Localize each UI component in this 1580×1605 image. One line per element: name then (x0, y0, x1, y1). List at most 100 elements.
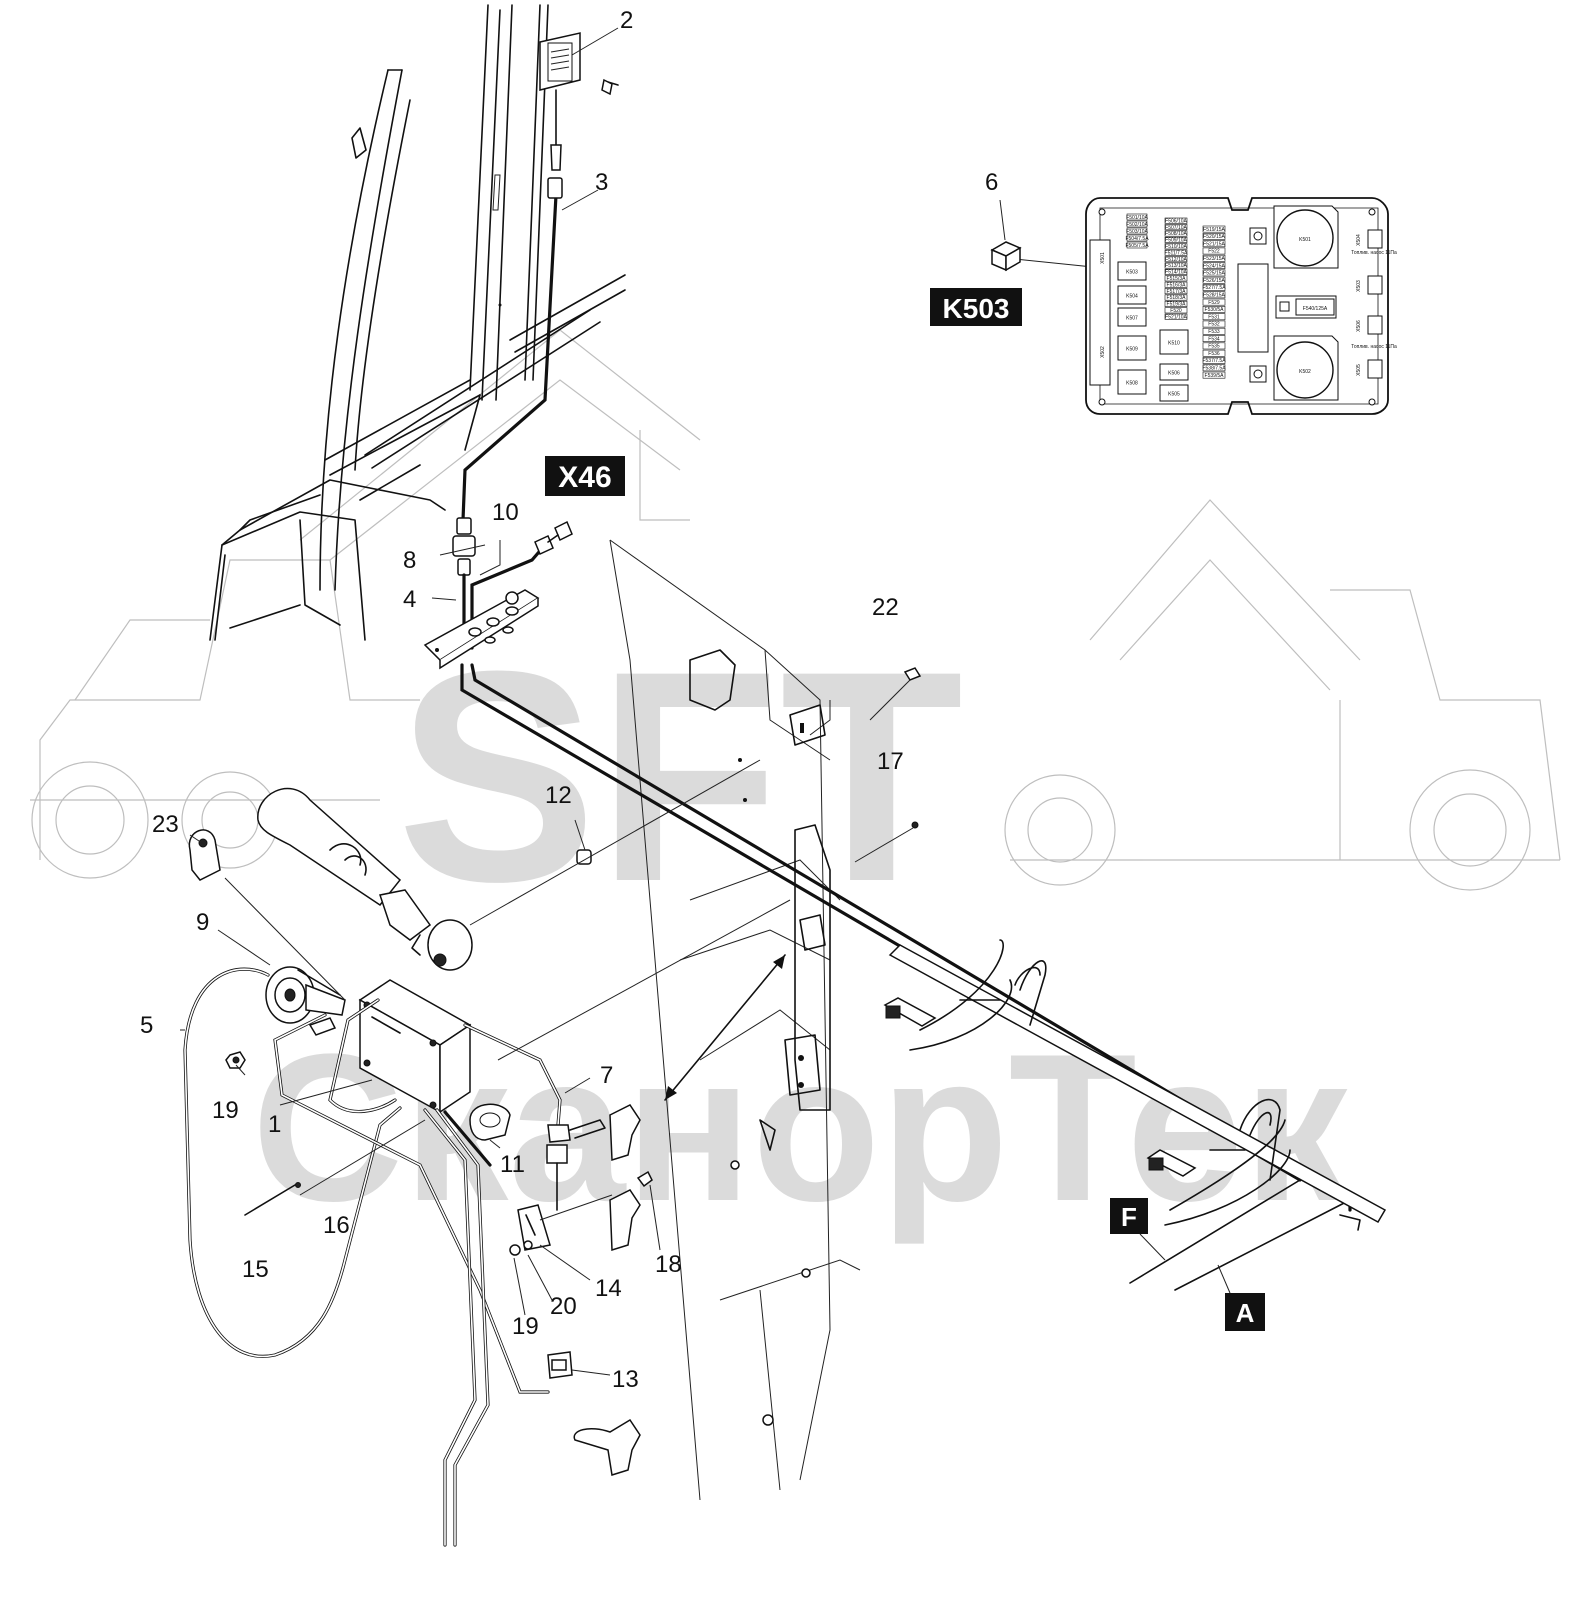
relay-label: K509 (1126, 347, 1138, 353)
cab-side-panel (609, 539, 861, 1501)
callout-5: 5 (140, 1012, 153, 1039)
callout-12: 12 (545, 782, 572, 809)
callout-15: 15 (242, 1256, 269, 1283)
tractor-watermark-icon (30, 559, 420, 879)
grommet-plate (423, 589, 540, 670)
nut-part-19b (509, 1244, 521, 1256)
fuse-label: F525/15A (1203, 271, 1225, 277)
screw-part-15 (244, 1184, 296, 1216)
fuse-label: F502/10A (1126, 222, 1148, 228)
fuse-slot (1202, 284, 1226, 291)
connector-strip-left (1089, 239, 1111, 386)
washer-part-20 (523, 1240, 533, 1250)
fuse-label: F513/10A (1165, 263, 1187, 269)
fuse-label: F521/10A (1165, 314, 1187, 320)
fuse-slot (1202, 276, 1226, 284)
svg-text:F: F (1121, 1202, 1137, 1232)
fuse-box-hole (1098, 208, 1106, 216)
fuse-box-hole (1368, 208, 1376, 216)
tag-a: A (1225, 1293, 1265, 1331)
fuse-slot (1202, 233, 1226, 240)
callout-3: 3 (595, 169, 608, 196)
bracket-part-14 (517, 1204, 551, 1251)
connector-port (1367, 229, 1383, 249)
main-fuse-terminal (1279, 301, 1290, 312)
fuse-slot (1202, 240, 1226, 248)
relay-slot (1117, 285, 1147, 305)
callout-11: 11 (500, 1151, 525, 1178)
fuse-slot (1202, 335, 1226, 342)
fuse-slot (1164, 300, 1188, 307)
fuse-slot (1126, 227, 1148, 235)
callout-17: 17 (877, 748, 904, 775)
relay-label: K508 (1126, 381, 1138, 387)
clamp-part-23 (188, 829, 221, 881)
fuse-label: F522 (1208, 249, 1220, 255)
fuse-slot (1202, 291, 1226, 299)
callout-19a: 19 (212, 1097, 239, 1124)
relay-body (1276, 341, 1334, 399)
callout-10: 10 (492, 499, 519, 526)
fuse-slot (1202, 357, 1226, 364)
fuse-slot (1126, 220, 1148, 228)
fuse-box-slot (1237, 263, 1269, 353)
horn-plug (308, 1017, 337, 1036)
callout-6: 6 (985, 169, 998, 196)
beacon-lamp (257, 787, 473, 971)
callout-18: 18 (655, 1251, 682, 1278)
double-arrow (664, 954, 786, 1101)
fuse-slot (1164, 262, 1188, 269)
fuse-label: F501/10A (1126, 215, 1148, 221)
fuse-box-hole (1368, 398, 1376, 406)
connector-lower (546, 1144, 568, 1164)
fuse-label: F531 (1208, 314, 1220, 320)
fuse-slot (1164, 224, 1188, 231)
fuse-label: F528/15A (1203, 293, 1225, 299)
connector-label: X503 (1356, 280, 1362, 292)
fuse-label: F503/10A (1126, 229, 1148, 235)
fuse-label: F507/10A (1165, 225, 1187, 231)
connector-label: X501 (1100, 252, 1106, 264)
fuse-slot (1164, 268, 1188, 275)
fuse-slot (1202, 364, 1226, 372)
nut-part-17 (911, 821, 919, 829)
fuse-label: F519/3A (1167, 302, 1187, 308)
fuse-slot (1164, 243, 1188, 250)
fuse-slot (1202, 305, 1226, 313)
callout-1: 1 (268, 1111, 281, 1138)
watermark-top-text: SFT (397, 608, 964, 944)
leader-f (1139, 1233, 1166, 1261)
fuse-label: F506/10A (1165, 218, 1187, 224)
leader-a (1217, 1264, 1231, 1294)
connector-label: X506 (1356, 320, 1362, 332)
fuse-label: F532 (1208, 322, 1220, 328)
fuse-slot (1164, 288, 1188, 295)
fuse-slot (1164, 307, 1188, 314)
relay-label: K505 (1168, 392, 1180, 398)
cable-upper (461, 193, 558, 522)
cable-5 (183, 967, 402, 1358)
fuse-slot (1164, 249, 1188, 256)
fuse-label: F523/15A (1203, 256, 1225, 262)
fuse-slot (1164, 236, 1188, 243)
fuse-label: F505/7.5A (1125, 243, 1149, 249)
fuse-label: F517/3A (1167, 289, 1187, 295)
fuse-slot (1202, 320, 1226, 328)
fuse-label: F514/10A (1165, 270, 1187, 276)
connector-label: X505 (1356, 364, 1362, 376)
fuse-slot (1126, 234, 1148, 242)
fuse-label: F536 (1208, 351, 1220, 357)
fuse-slot (1202, 225, 1226, 233)
tag-k503: K503 (930, 288, 1022, 326)
connector-port (1367, 275, 1383, 295)
clip-bottom (573, 1418, 641, 1476)
bolt-part-22 (903, 667, 922, 681)
fuse-slot (1202, 298, 1226, 306)
relay-body (1276, 209, 1334, 267)
fuse-label: F527/7.5A (1202, 285, 1226, 291)
fuse-slot (1202, 349, 1226, 357)
connector-part-3 (547, 177, 563, 199)
callout-2: 2 (620, 7, 633, 34)
fuse-label: F530/5A (1205, 307, 1225, 313)
